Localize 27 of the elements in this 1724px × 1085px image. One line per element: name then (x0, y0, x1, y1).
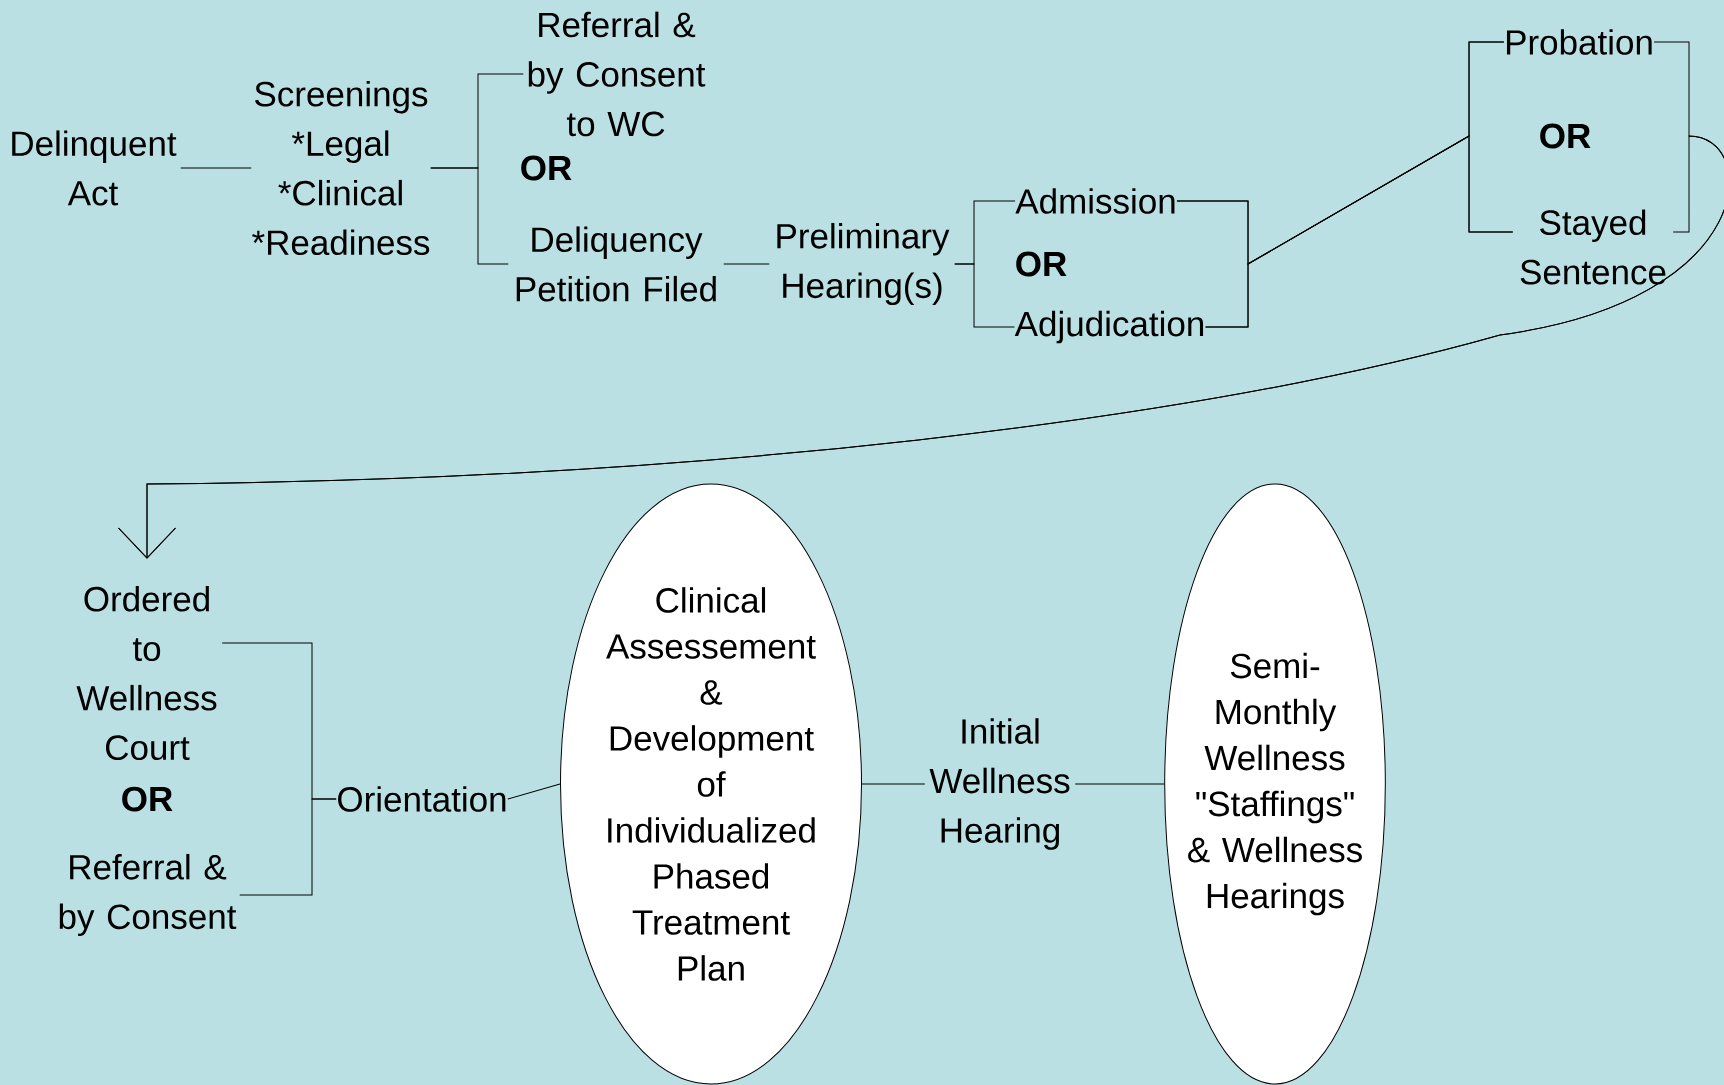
connector-line (954, 263, 1015, 328)
step-text: Initial Wellness Hearing (929, 718, 1070, 850)
step-text: Stayed Sentence (1520, 209, 1666, 285)
choice-label: OR (122, 786, 173, 812)
connector-line (239, 798, 337, 896)
step-text: Deliquency Petition Filed (516, 226, 716, 302)
step-text: Referral & by Consent to WC (528, 11, 706, 137)
connector-line (507, 783, 561, 800)
arrow (118, 135, 1724, 559)
connector-line (1074, 783, 1165, 785)
step-text: Ordered to Wellness Court (76, 585, 217, 761)
connector-line (1205, 135, 1514, 328)
choice-label: OR (521, 155, 572, 181)
step-text: Screenings *Legal *Clinical *Readiness (252, 80, 430, 256)
connector-line (430, 167, 509, 265)
step-text: Preliminary Hearing(s) (777, 222, 950, 306)
step-text: Adjudication (1014, 310, 1204, 344)
step-text: Delinquent Act (12, 130, 177, 206)
connector-line (723, 263, 770, 265)
connector-line (861, 783, 926, 785)
step-text: Probation (1506, 29, 1652, 55)
step-text: Referral & by Consent (59, 853, 237, 937)
choice-label: OR (1540, 123, 1591, 149)
step-text: Admission (1015, 188, 1175, 214)
choice-label: OR (1016, 251, 1067, 277)
connector-line (180, 167, 252, 169)
step-text: Orientation (338, 786, 506, 812)
